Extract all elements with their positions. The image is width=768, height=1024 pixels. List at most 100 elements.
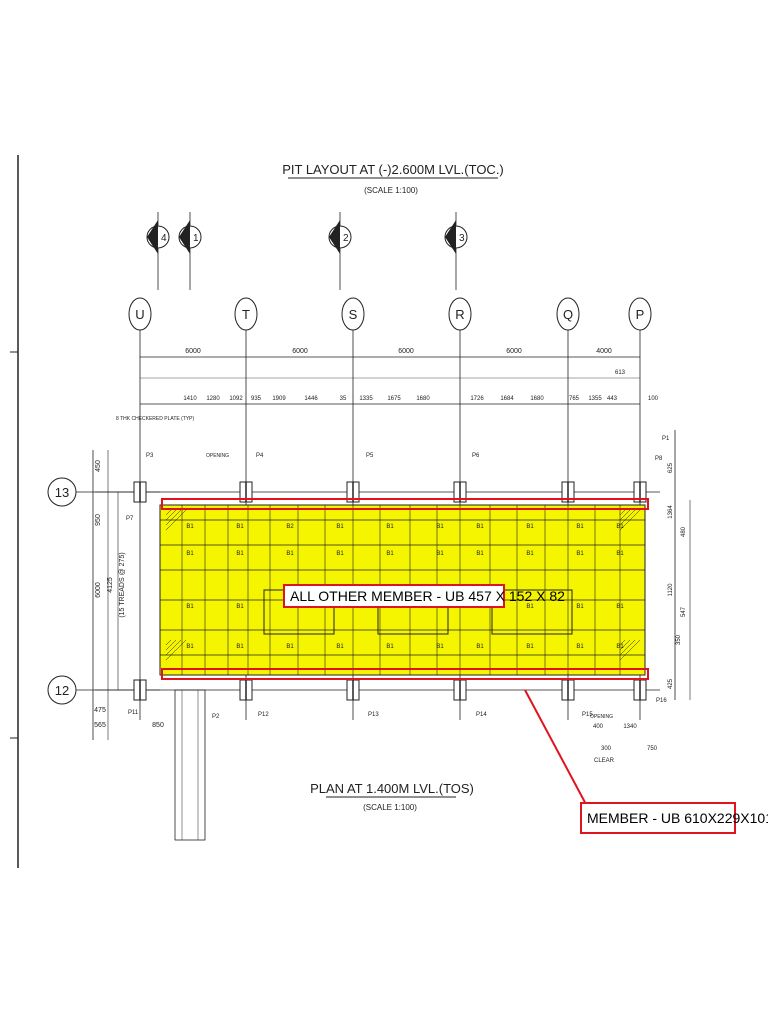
beam-label: B1 — [236, 551, 244, 557]
plate-label: P7 — [126, 516, 134, 522]
dim-detail: 100 — [648, 396, 659, 402]
dim-right: 425 — [668, 678, 674, 689]
beam-label: B1 — [386, 644, 394, 650]
checkered-plate — [165, 639, 187, 661]
dim-detail: 1909 — [272, 396, 286, 402]
dim-left: (15 TREADS @ 275) — [119, 552, 126, 617]
dim-bay: 6000 — [185, 348, 201, 355]
beam-label: B1 — [526, 551, 534, 557]
plate-label: P13 — [368, 712, 379, 718]
dim-detail: 1446 — [304, 396, 318, 402]
dim-detail: 613 — [615, 370, 626, 376]
beam-label: B1 — [236, 604, 244, 610]
beam-label: B1 — [616, 551, 624, 557]
dim-right: 625 — [668, 462, 674, 473]
plate-label: P16 — [656, 698, 667, 704]
beam-label: B1 — [576, 524, 584, 530]
dim-bay: 6000 — [292, 348, 308, 355]
dim-left: 850 — [152, 722, 164, 729]
plate-label: P2 — [212, 714, 220, 720]
plate-note: 8 THK CHECKERED PLATE (TYP) — [116, 416, 194, 422]
plate-label: P5 — [366, 453, 374, 459]
dimension-texts: 6000 6000 6000 6000 4000 1410 1280 1092 935 1909 1… — [94, 348, 687, 764]
beam-label: B1 — [236, 524, 244, 530]
checkered-plate — [165, 509, 187, 531]
grid-column-label: S — [349, 307, 358, 322]
beam-label: B1 — [186, 551, 194, 557]
plate-label: P8 — [655, 456, 663, 462]
callout-leader — [524, 689, 589, 809]
grid-row-label: 12 — [55, 683, 69, 698]
dim-detail: 1410 — [183, 396, 197, 402]
dim-left: 475 — [94, 707, 106, 714]
beam-label: B1 — [476, 644, 484, 650]
beam-label: B1 — [526, 604, 534, 610]
main-member-bottom — [161, 668, 649, 680]
grid-column-label: T — [242, 307, 250, 322]
dim-bay: 6000 — [506, 348, 522, 355]
beam-label: B1 — [436, 551, 444, 557]
dim-right: 1364 — [668, 505, 674, 519]
grid-column-label: Q — [563, 307, 573, 322]
plate-label: P3 — [146, 453, 154, 459]
beam-label: B1 — [576, 604, 584, 610]
checkered-plate — [619, 509, 641, 531]
plate-label: P12 — [258, 712, 269, 718]
beam-label: B1 — [386, 524, 394, 530]
beam-label: B1 — [186, 524, 194, 530]
dim-detail: 1092 — [229, 396, 243, 402]
dim-bay: 4000 — [596, 348, 612, 355]
beam-label: B1 — [476, 524, 484, 530]
dim-detail: 1675 — [387, 396, 401, 402]
beam-label: B1 — [476, 551, 484, 557]
dim-right: 480 — [681, 526, 687, 537]
opening-note-2: OPENING — [590, 714, 613, 720]
callout-main-member: MEMBER - UB 610X229X101 — [580, 802, 768, 834]
beam-label: B1 — [286, 551, 294, 557]
bottom-title: PLAN AT 1.400M LVL.(TOS) — [310, 781, 474, 796]
dim-bottom-right: CLEAR — [594, 758, 615, 764]
dim-detail: 1335 — [359, 396, 373, 402]
section-marker: 1 — [178, 212, 202, 290]
dim-detail: 35 — [340, 396, 347, 402]
dim-detail: 1280 — [206, 396, 220, 402]
beam-label: B1 — [236, 644, 244, 650]
top-scale: (SCALE 1:100) — [364, 186, 418, 195]
beam-label: B1 — [336, 551, 344, 557]
bottom-scale: (SCALE 1:100) — [363, 803, 417, 812]
beam-label: B1 — [526, 644, 534, 650]
dim-detail: 1355 — [588, 396, 602, 402]
top-title: PIT LAYOUT AT (-)2.600M LVL.(TOC.) — [282, 162, 504, 177]
section-marker-label: 2 — [343, 233, 349, 244]
dim-bottom-right: 750 — [647, 746, 658, 752]
dim-detail: 1726 — [470, 396, 484, 402]
beam-label: B1 — [436, 524, 444, 530]
beam-label: B1 — [616, 644, 624, 650]
dim-bay: 6000 — [398, 348, 414, 355]
dim-right: 350 — [676, 634, 682, 645]
beam-label: B1 — [186, 644, 194, 650]
plate-label: P1 — [662, 436, 670, 442]
plate-label: P4 — [256, 453, 264, 459]
dim-bottom-right: 400 — [593, 724, 604, 730]
dim-detail: 1684 — [500, 396, 514, 402]
dim-left: 950 — [95, 514, 102, 526]
beam-label: B1 — [616, 604, 624, 610]
dim-left: 450 — [95, 460, 102, 472]
beam-label: B1 — [616, 524, 624, 530]
beam-label: B1 — [526, 524, 534, 530]
dim-detail: 1680 — [416, 396, 430, 402]
beam-label: B1 — [336, 524, 344, 530]
plate-label: P11 — [128, 710, 139, 716]
dim-left: 565 — [94, 722, 106, 729]
grid-row-label: 13 — [55, 485, 69, 500]
beam-label: B1 — [386, 551, 394, 557]
plate-label: P15 — [582, 712, 593, 718]
beam-label: B1 — [336, 644, 344, 650]
beam-label: B1 — [576, 644, 584, 650]
dim-detail: 935 — [251, 396, 262, 402]
main-member-top — [161, 498, 649, 510]
plate-label: P14 — [476, 712, 487, 718]
